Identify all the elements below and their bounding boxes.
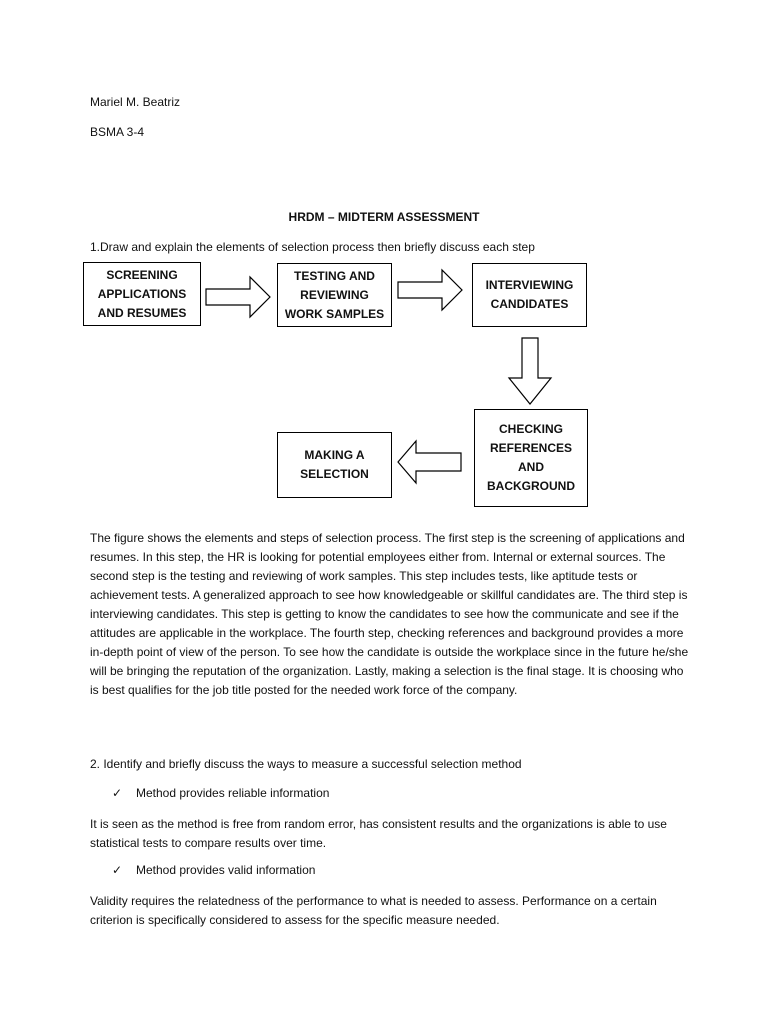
answer-1-paragraph: The figure shows the elements and steps … bbox=[90, 531, 689, 697]
checkmark-icon: ✓ bbox=[112, 786, 123, 800]
step-testing-box: TESTING AND REVIEWING WORK SAMPLES bbox=[277, 263, 392, 327]
arrow-right-1 bbox=[205, 275, 271, 319]
arrow-left bbox=[397, 439, 462, 485]
question-2: 2. Identify and briefly discuss the ways… bbox=[90, 757, 522, 771]
arrow-right-2 bbox=[397, 268, 463, 312]
item-2-label: Method provides valid information bbox=[136, 863, 316, 877]
question-1: 1.Draw and explain the elements of selec… bbox=[90, 240, 535, 254]
author-name: Mariel M. Beatriz bbox=[90, 95, 181, 109]
item-1-text: It is seen as the method is free from ra… bbox=[90, 817, 667, 850]
step-screening-box: SCREENING APPLICATIONS AND RESUMES bbox=[83, 262, 201, 326]
document-title: HRDM – MIDTERM ASSESSMENT bbox=[288, 210, 480, 224]
step-interviewing-box: INTERVIEWING CANDIDATES bbox=[472, 263, 587, 327]
step-checking-box: CHECKING REFERENCES AND BACKGROUND bbox=[474, 409, 588, 507]
item-1-label: Method provides reliable information bbox=[136, 786, 330, 800]
section-code: BSMA 3-4 bbox=[90, 125, 145, 139]
item-2-text: Validity requires the relatedness of the… bbox=[90, 894, 657, 927]
arrow-down bbox=[507, 337, 553, 405]
checkmark-icon: ✓ bbox=[112, 863, 123, 877]
step-selection-box: MAKING A SELECTION bbox=[277, 432, 392, 498]
